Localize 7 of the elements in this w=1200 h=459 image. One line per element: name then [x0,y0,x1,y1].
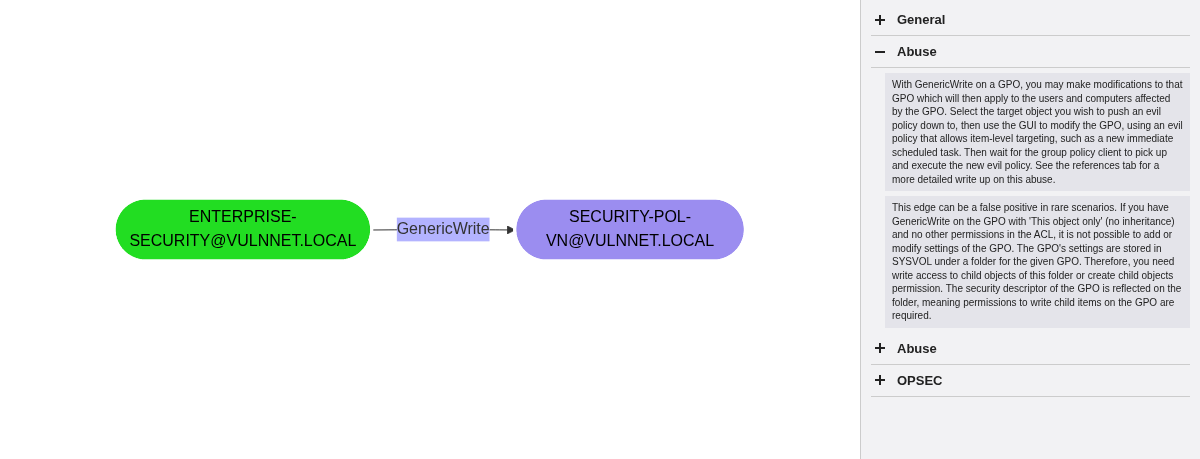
section-heading: General [897,12,946,27]
description-paragraph: With GenericWrite on a GPO, you may make modifications to that GPO which will then apply to the users and computers affected by the GPO. Select the target object you wish to push an evil policy down to, then use the GUI to modify the GPO, using an evil policy that allows item-level targeting, such as a new immediate scheduled task. Then wait for the group policy client to pick up and execute the new evil policy. See the references tab for a more detailed write up on this abuse. [885,73,1190,191]
description-paragraph: This edge can be a false positive in rare scenarios. If you have GenericWrite on the GPO with 'This object only' (no inheritance) and no other permissions in the ACL, it is not possible to add or modify settings of the GPO. The GPO's settings are stored in SYSVOL under a folder for the given GPO. Therefore, you need write access to child objects of this folder or create child objects permission. The security descriptor of the GPO is reflected on the folder, meaning permissions to write child items on the GPO are required. [885,196,1190,328]
section-heading: OPSEC [897,372,943,388]
section-heading: Abuse [897,340,937,356]
section-heading: Abuse [897,44,937,59]
edge-label: GenericWrite [396,220,490,238]
